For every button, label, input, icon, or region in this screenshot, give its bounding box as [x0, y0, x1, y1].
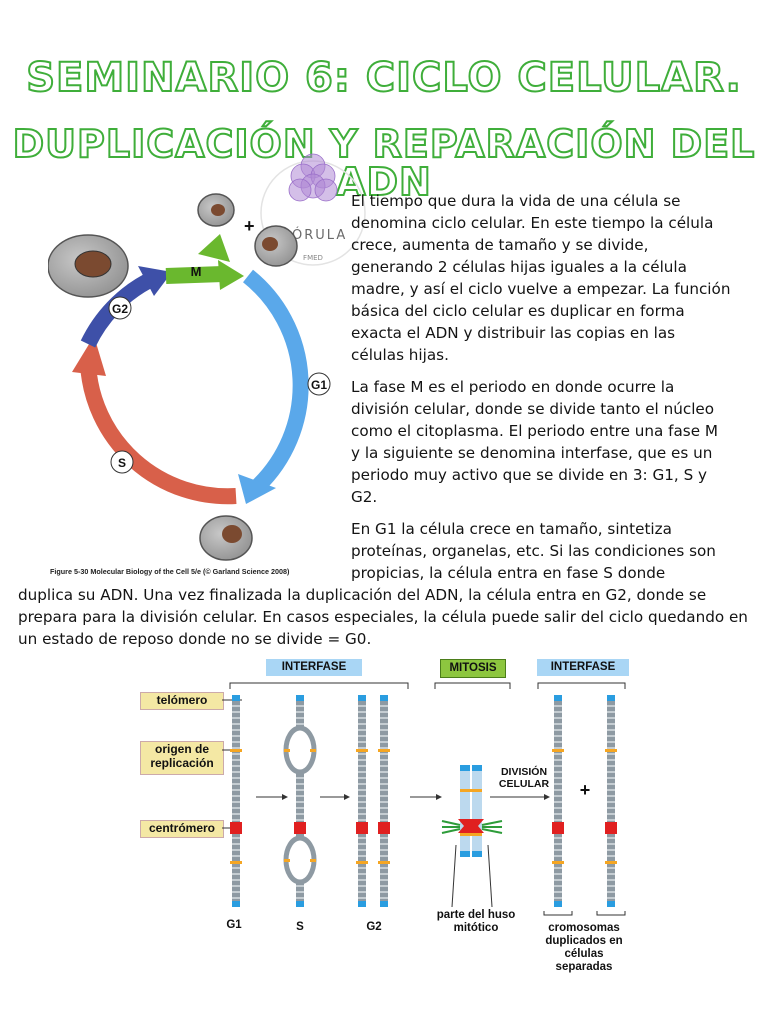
phase-header-interfase-1: INTERFASE	[266, 659, 362, 676]
chromosome-g2	[356, 695, 390, 907]
svg-text:S: S	[118, 456, 126, 470]
label-origen-replicacion: origen de replicación	[140, 741, 224, 775]
svg-text:G2: G2	[112, 302, 128, 316]
arc-s	[80, 363, 237, 505]
logo-sub: FMED	[303, 254, 323, 262]
chromosome-daughter-2	[605, 695, 617, 907]
cell-icon-top	[197, 193, 235, 227]
plus-sign: +	[244, 216, 255, 236]
label-g1: G1	[226, 919, 242, 931]
arrow-head-m-right	[218, 260, 244, 290]
arc-m	[165, 266, 224, 284]
label-cromosomas-duplicados: cromosomas duplicados en células separad…	[545, 922, 623, 973]
label-centromero: centrómero	[140, 820, 224, 838]
paragraph-intro: El tiempo que dura la vida de una célula…	[351, 192, 731, 364]
cell-icon-bottom	[199, 515, 253, 561]
label-telomero: telómero	[140, 692, 224, 710]
phase-header-mitosis: MITOSIS	[440, 659, 506, 678]
chromosome-daughter-1	[552, 695, 564, 907]
label-division-celular: DIVISIÓN CELULAR	[498, 766, 550, 790]
svg-text:M: M	[191, 264, 202, 279]
chromosome-diagram	[222, 682, 626, 916]
arc-g1	[242, 269, 309, 492]
page-title-line2: DUPLICACIÓN Y REPARACIÓN DEL ADN	[12, 122, 756, 204]
arrow-head-g1	[238, 474, 276, 504]
label-plus: +	[579, 780, 591, 800]
arrow-head-m-up	[198, 234, 230, 262]
label-g2: G2	[366, 921, 382, 933]
paragraph-g1-cont: duplica su ADN. Una vez finalizada la du…	[18, 586, 748, 648]
paragraph-fase-m: La fase M es el periodo en donde ocurre …	[351, 378, 718, 506]
svg-text:G1: G1	[311, 378, 327, 392]
phase-label-m: M	[191, 264, 202, 279]
arrow-head-g2	[138, 266, 172, 296]
phase-label-g1: G1	[307, 372, 331, 396]
label-huso-mitotico: parte del huso mitótico	[436, 909, 516, 934]
arrow-head-s	[72, 336, 106, 376]
chromosome-g1	[230, 695, 242, 907]
cell-cycle-diagram: + M G2 G1 S	[48, 193, 331, 561]
cell-icon-left	[48, 234, 129, 298]
paragraph-g1-start: En G1 la célula crece en tamaño, sinteti…	[351, 520, 716, 582]
figure-caption: Figure 5-30 Molecular Biology of the Cel…	[50, 567, 290, 576]
page-title-line1: SEMINARIO 6: CICLO CELULAR.	[25, 55, 742, 101]
phase-header-interfase-2: INTERFASE	[537, 659, 629, 676]
chromosome-mitotic	[441, 765, 503, 908]
label-s: S	[296, 921, 304, 933]
chromosome-s	[283, 695, 317, 907]
phase-label-s: S	[110, 450, 134, 474]
cell-icon-right	[254, 225, 298, 267]
phase-label-g2: G2	[108, 296, 132, 320]
